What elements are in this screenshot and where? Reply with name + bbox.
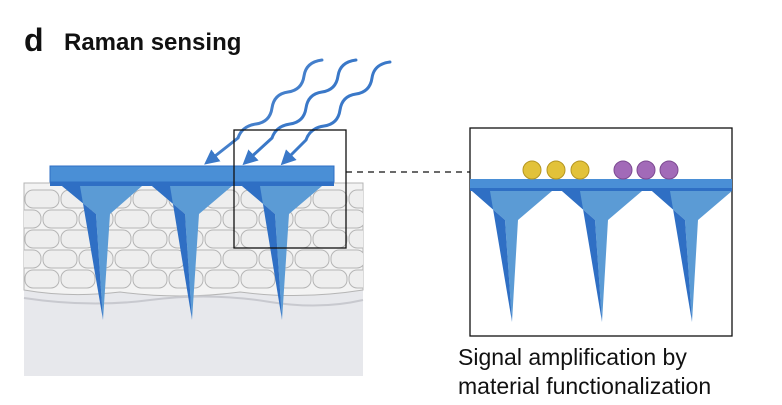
wavy-arrow-icon <box>280 60 392 166</box>
functional-particles <box>522 160 679 180</box>
skin-cell <box>132 189 168 209</box>
microneedle-1 <box>62 186 142 320</box>
skin-cell <box>222 209 258 229</box>
skin-cell <box>150 249 186 269</box>
skin-cell <box>24 269 60 289</box>
skin-cell <box>312 229 348 249</box>
skin-cell <box>294 249 330 269</box>
skin-cell <box>330 249 363 269</box>
skin-cell <box>24 209 42 229</box>
yellow-particle <box>522 160 542 180</box>
skin-cell <box>24 189 60 209</box>
skin-cell <box>42 209 78 229</box>
skin-cell <box>132 269 168 289</box>
panel-title: Raman sensing <box>64 29 242 56</box>
skin-cell <box>240 269 276 289</box>
skin-cell <box>114 209 150 229</box>
skin-cell <box>348 189 363 209</box>
light-waves <box>204 58 392 166</box>
skin-cell <box>294 209 330 229</box>
skin-cell <box>24 249 42 269</box>
purple-particle <box>659 160 679 180</box>
purple-particle <box>613 160 633 180</box>
inset-needle-3 <box>652 191 732 322</box>
skin-cell <box>24 229 60 249</box>
skin-cell <box>222 249 258 269</box>
purple-particle <box>636 160 656 180</box>
skin-cell <box>132 229 168 249</box>
skin-cell <box>348 229 363 249</box>
yellow-particle <box>570 160 590 180</box>
wavy-arrow-icon <box>204 58 324 165</box>
yellow-particle <box>546 160 566 180</box>
skin-cell <box>204 269 240 289</box>
caption-line-2: material functionalization <box>458 373 712 399</box>
caption-line-1: Signal amplification by <box>458 344 687 370</box>
skin-cell <box>114 249 150 269</box>
panel-letter: d <box>24 22 44 58</box>
inset-needle-1 <box>472 191 552 322</box>
skin-cell <box>42 249 78 269</box>
skin-cell <box>312 189 348 209</box>
skin-cell <box>312 269 348 289</box>
zoom-inset <box>469 127 733 337</box>
skin-cell <box>204 229 240 249</box>
wavy-arrow-icon <box>242 58 358 166</box>
skin-cell <box>348 269 363 289</box>
microneedle-3 <box>242 186 322 320</box>
zoom-region-box <box>233 129 347 249</box>
inset-needle-2 <box>562 191 642 322</box>
skin-cell <box>60 269 96 289</box>
skin-cell <box>330 209 363 229</box>
microneedle-2 <box>152 186 232 320</box>
microneedle-patch <box>49 165 335 320</box>
caption: Signal amplification by material functio… <box>458 343 778 401</box>
